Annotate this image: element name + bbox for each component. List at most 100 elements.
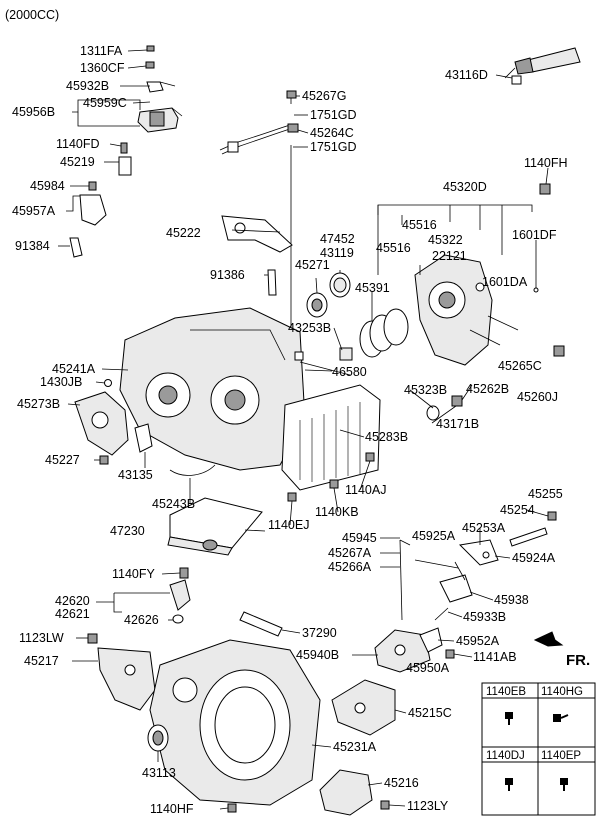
front-direction-arrow-icon	[533, 631, 564, 647]
part-label-45267a: 45267A	[328, 546, 372, 560]
part-label-45984: 45984	[30, 179, 65, 193]
oil-seal-45271	[306, 292, 328, 318]
bolt-1141ab	[445, 649, 455, 659]
part-label-45516-a: 45516	[402, 218, 437, 232]
part-label-1141ab: 1141AB	[473, 650, 517, 664]
part-label-43135: 43135	[118, 468, 153, 482]
nut-1360cf	[145, 61, 155, 69]
bolt-1140fh	[539, 183, 551, 195]
part-label-42620: 42620	[55, 594, 90, 608]
part-label-45516-b: 45516	[376, 241, 411, 255]
part-label-45243b: 45243B	[152, 497, 195, 511]
part-label-1601da: 1601DA	[482, 275, 528, 289]
bolt-45227	[99, 455, 109, 465]
bolt-1140kb	[329, 479, 339, 489]
part-label-45959c: 45959C	[83, 96, 127, 110]
o-rings-45391	[359, 308, 409, 358]
converter-housing-45231a	[149, 639, 321, 806]
solenoid-45956b	[137, 107, 183, 133]
part-label-45215c: 45215C	[408, 706, 452, 720]
bracket-45215c	[331, 679, 396, 736]
part-label-45254: 45254	[500, 503, 535, 517]
part-label-45283b: 45283B	[365, 430, 408, 444]
table-header-1140hg: 1140HG	[541, 686, 583, 698]
bracket-45217	[97, 647, 156, 711]
part-label-1751gd-a: 1751GD	[310, 108, 357, 122]
table-header-1140eb: 1140EB	[486, 686, 526, 698]
part-label-45231a: 45231A	[333, 740, 377, 754]
oil-pipe-45264c	[219, 123, 299, 370]
bracket-45938	[439, 561, 473, 603]
sealant-tube-43116d	[504, 47, 581, 85]
part-label-1140fy: 1140FY	[112, 567, 156, 581]
part-label-43113: 43113	[142, 766, 176, 780]
part-label-45924a: 45924A	[512, 551, 556, 565]
part-label-42626: 42626	[124, 613, 159, 627]
part-label-1140fh: 1140FH	[524, 156, 568, 170]
part-label-45391: 45391	[355, 281, 390, 295]
part-label-1123ly: 1123LY	[407, 799, 449, 813]
part-label-42621: 42621	[55, 607, 90, 621]
part-label-45264c: 45264C	[310, 126, 354, 140]
bolt-1311fa	[146, 45, 155, 52]
part-label-45950a: 45950A	[406, 661, 450, 675]
bracket-45222	[221, 215, 293, 253]
table-header-1140dj: 1140DJ	[486, 750, 525, 762]
sensor-45219	[118, 142, 132, 176]
part-label-1430jb: 1430JB	[40, 375, 82, 389]
lever-45254	[509, 527, 548, 547]
part-label-43253b: 43253B	[288, 321, 331, 335]
part-labels: (2000CC) 1311FA 1360CF 45932B 45959C 459…	[5, 8, 590, 816]
part-label-45219: 45219	[60, 155, 95, 169]
part-label-45320d: 45320D	[443, 180, 487, 194]
part-label-45260j: 45260J	[517, 390, 558, 404]
cable-45945	[399, 539, 459, 621]
part-label-45322: 45322	[428, 233, 463, 247]
part-label-1360cf: 1360CF	[80, 61, 125, 75]
bolt-1140aj	[365, 452, 375, 462]
part-label-1140hf: 1140HF	[150, 802, 194, 816]
bolt-1123ly	[380, 800, 390, 810]
bolt-icon-1140dj	[505, 778, 513, 791]
part-label-45217: 45217	[24, 654, 59, 668]
part-label-43116d: 43116D	[445, 68, 488, 82]
part-label-45227: 45227	[45, 453, 80, 467]
part-label-45222: 45222	[166, 226, 201, 240]
bolt-icon-1140ep	[560, 778, 568, 791]
part-label-1601df: 1601DF	[512, 228, 557, 242]
part-label-47452: 47452	[320, 232, 355, 246]
part-label-1140aj: 1140AJ	[345, 483, 386, 497]
lever-45950a	[419, 627, 443, 653]
bolt-1140hf	[227, 803, 237, 813]
part-label-43171b: 43171B	[436, 417, 479, 431]
part-label-45932b: 45932B	[66, 79, 109, 93]
part-label-45216: 45216	[384, 776, 419, 790]
plug-43171b	[451, 395, 463, 407]
bolt-icon-1140hg	[553, 714, 569, 722]
part-label-45273b: 45273B	[17, 397, 60, 411]
speed-sensor-42620	[169, 579, 191, 611]
bracket-45932b	[146, 81, 176, 93]
plate-37290	[239, 611, 283, 637]
part-label-1123lw: 1123LW	[19, 631, 64, 645]
oil-seal-43113	[147, 724, 169, 752]
part-label-37290: 37290	[302, 626, 337, 640]
pin-45933b	[434, 607, 449, 621]
part-label-1140kb: 1140KB	[315, 505, 359, 519]
part-label-45945: 45945	[342, 531, 377, 545]
plug-43253b	[339, 347, 353, 361]
part-label-1751gd-b: 1751GD	[310, 140, 357, 154]
clip-91386	[267, 269, 277, 296]
oil-pan-45283b	[281, 384, 381, 491]
bolt-icon-1140eb	[505, 712, 513, 725]
bolt-1430jb	[104, 379, 112, 387]
part-label-91384: 91384	[15, 239, 50, 253]
part-label-43119: 43119	[320, 246, 354, 260]
part-label-45241a: 45241A	[52, 362, 96, 376]
washer-45323b	[426, 405, 440, 421]
part-label-45925a: 45925A	[412, 529, 456, 543]
bracket-45253a	[458, 539, 499, 566]
bolt-45267g	[286, 90, 297, 104]
bracket-45216	[319, 769, 373, 816]
